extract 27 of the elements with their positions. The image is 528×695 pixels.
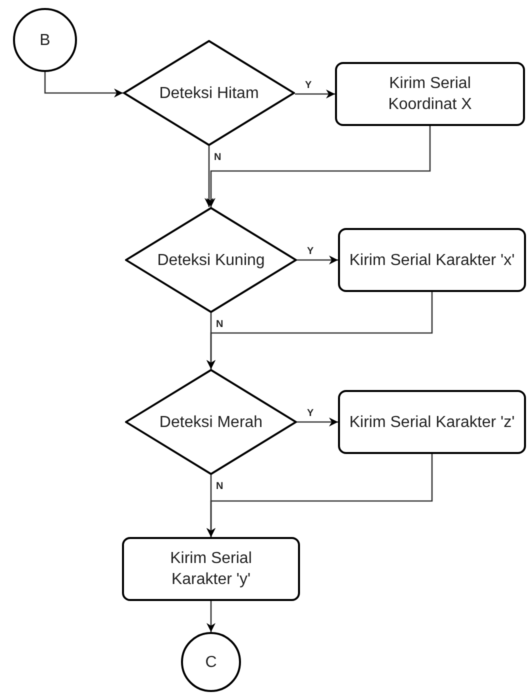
node-label: Deteksi Hitam xyxy=(159,84,259,104)
node-label: Kirim Serial Karakter 'y' xyxy=(169,549,253,590)
arrow xyxy=(204,146,214,207)
connector-circle xyxy=(13,8,77,72)
arrow xyxy=(44,72,123,98)
arrow xyxy=(206,454,433,537)
arrow xyxy=(206,292,433,369)
decision-diamond xyxy=(125,207,297,313)
decision-diamond xyxy=(123,40,295,146)
process-box xyxy=(122,537,300,601)
process-box xyxy=(338,228,526,292)
arrow xyxy=(206,126,431,207)
node-label: Kirim Serial Karakter 'x' xyxy=(349,250,515,270)
node-label: Deteksi Kuning xyxy=(157,250,265,270)
arrow xyxy=(297,256,338,264)
node-label: Kirim Serial Karakter 'z' xyxy=(349,412,515,432)
arrow xyxy=(297,418,338,426)
node-label: Kirim Serial Koordinat X xyxy=(387,74,473,115)
arrow xyxy=(295,90,335,98)
node-label: C xyxy=(205,652,217,672)
connector-circle xyxy=(181,632,241,692)
decision-diamond xyxy=(125,369,297,475)
process-box xyxy=(335,62,525,126)
arrow xyxy=(206,601,216,632)
node-label: Deteksi Merah xyxy=(159,412,263,432)
process-box xyxy=(338,390,526,454)
node-label: B xyxy=(40,30,50,50)
